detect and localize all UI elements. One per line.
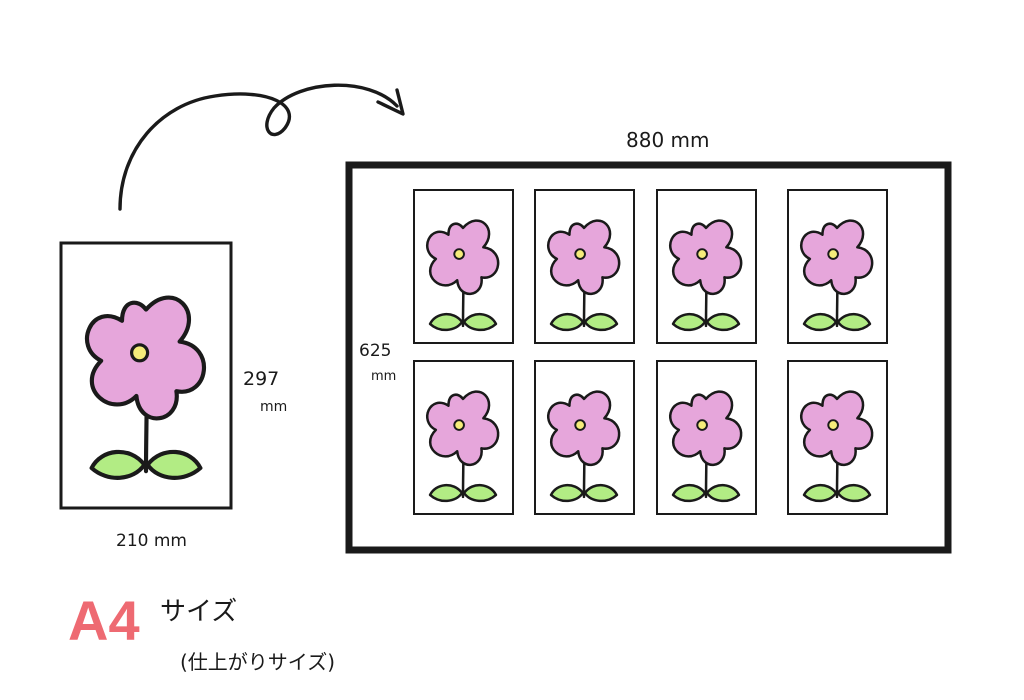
a4-height-unit: mm bbox=[260, 399, 287, 415]
curved-arrow-icon bbox=[118, 83, 405, 211]
a4-width-label: 210 mm bbox=[116, 531, 187, 551]
size-primary-label: A4 bbox=[68, 589, 140, 652]
a4-sheet bbox=[59, 241, 233, 510]
size-note-label: (仕上がりサイズ) bbox=[180, 650, 335, 674]
imposed-page-7 bbox=[656, 360, 757, 515]
imposed-page-1 bbox=[413, 189, 514, 344]
press-sheet-width-label: 880 mm bbox=[626, 128, 710, 152]
imposed-page-3 bbox=[656, 189, 757, 344]
imposed-page-8 bbox=[787, 360, 888, 515]
imposed-page-5 bbox=[413, 360, 514, 515]
imposed-page-6 bbox=[534, 360, 635, 515]
press-sheet-height-value: 625 bbox=[359, 341, 391, 361]
press-sheet-height-unit: mm bbox=[371, 369, 396, 384]
size-suffix-label: サイズ bbox=[160, 597, 237, 627]
imposed-page-4 bbox=[787, 189, 888, 344]
a4-height-value: 297 bbox=[243, 368, 279, 390]
imposed-page-2 bbox=[534, 189, 635, 344]
imposed-pages bbox=[413, 189, 888, 515]
